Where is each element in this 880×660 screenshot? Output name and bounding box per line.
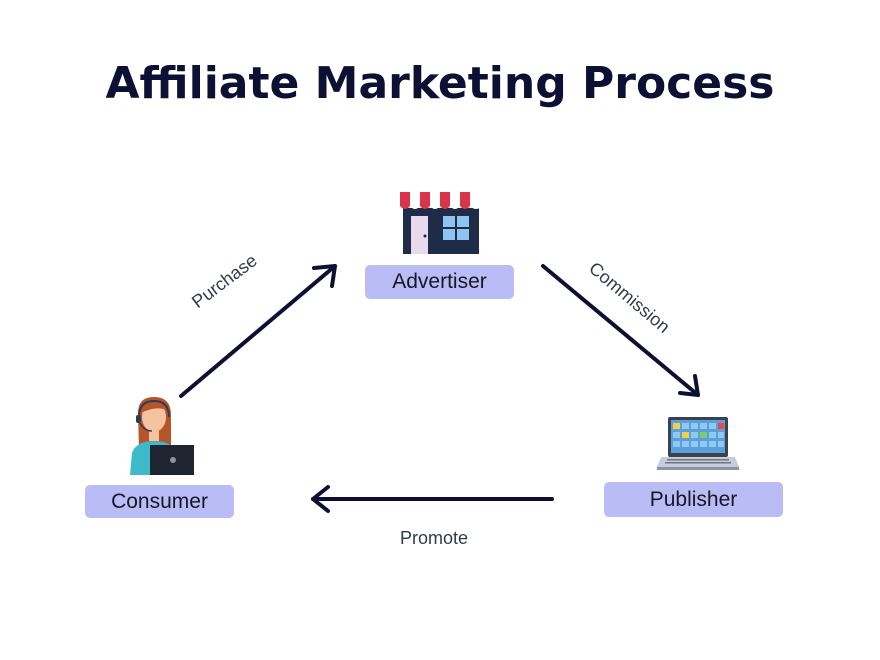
purchase-arrow — [179, 264, 337, 398]
advertiser-node: Advertiser — [365, 265, 514, 299]
promote-edge-label: Promote — [400, 528, 469, 548]
commission-arrow — [541, 264, 700, 397]
laptop-icon — [657, 417, 739, 470]
publisher-node: Publisher — [604, 482, 783, 517]
person-with-laptop-icon — [130, 397, 194, 475]
advertiser-label: Advertiser — [392, 270, 487, 293]
publisher-label: Publisher — [649, 487, 738, 511]
diagram-title: Affiliate Marketing Process — [105, 58, 775, 109]
storefront-icon — [400, 192, 482, 254]
consumer-node: Consumer — [85, 485, 234, 518]
consumer-label: Consumer — [111, 489, 208, 513]
promote-arrow — [311, 485, 554, 513]
